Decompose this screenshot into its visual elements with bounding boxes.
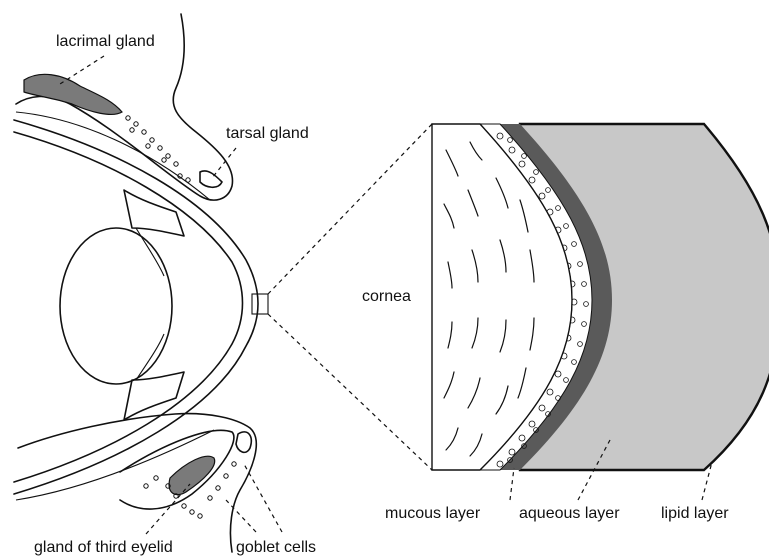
sclera-outer [14,120,258,494]
label-goblet-cells: goblet cells [236,539,316,556]
zonule-lower [136,334,164,380]
zoom-line-top [268,124,432,294]
upper-iris [124,190,184,236]
tarsal-gland [200,171,222,187]
third-eyelid-fold [120,430,234,509]
lacrimal-gland [24,74,122,114]
zoom-line-bottom [268,314,432,470]
magnified-section [432,124,769,470]
leader-goblet-2 [244,464,282,532]
leader-mucous [510,468,514,500]
lower-iris [124,372,184,420]
label-lipid-layer: lipid layer [661,505,729,522]
label-gland-third-eyelid: gland of third eyelid [34,539,173,556]
leader-tarsal [212,148,236,178]
lower-eyelid-skin [18,414,256,552]
lens [60,228,172,384]
lower-lid-gland [236,432,251,452]
label-tarsal-gland: tarsal gland [226,125,309,142]
label-aqueous-layer: aqueous layer [519,505,620,522]
zonule-upper [136,228,164,276]
eye-section [14,14,268,552]
sclera-inner [14,132,243,482]
label-lacrimal-gland: lacrimal gland [56,33,155,50]
label-cornea: cornea [362,288,411,305]
label-mucous-layer: mucous layer [385,505,481,522]
third-eyelid-gland [169,456,215,494]
zoom-marker [252,294,268,314]
